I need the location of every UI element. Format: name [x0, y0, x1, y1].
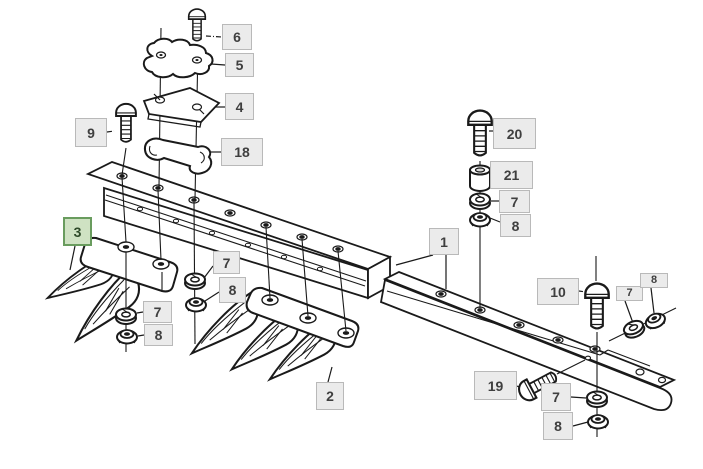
callout-5[interactable]: 5 [225, 53, 254, 77]
callout-10[interactable]: 10 [537, 278, 579, 305]
callout-8-e[interactable]: 8 [543, 412, 573, 440]
callout-8-c[interactable]: 8 [500, 214, 531, 237]
washer-7-under-bolt20 [469, 192, 491, 210]
cutterbar-back-right [379, 271, 677, 412]
callout-7-b[interactable]: 7 [143, 301, 172, 323]
callout-21[interactable]: 21 [490, 161, 533, 189]
nut-8-under-bolt20 [469, 212, 491, 228]
callout-7-d[interactable]: 7 [616, 286, 643, 301]
callout-8-d[interactable]: 8 [640, 273, 668, 288]
callout-7-e[interactable]: 7 [541, 383, 571, 411]
wear-plate-4 [142, 87, 221, 128]
bolt-10 [584, 282, 610, 330]
callout-4[interactable]: 4 [225, 93, 254, 120]
bolt-20 [467, 109, 493, 157]
callout-6[interactable]: 6 [222, 24, 252, 50]
bolt-6 [187, 8, 207, 42]
washer-7-diagonal [620, 317, 648, 342]
callout-3-highlighted[interactable]: 3 [63, 217, 92, 246]
bushing-21 [469, 164, 491, 192]
callout-7-a[interactable]: 7 [213, 251, 240, 274]
callout-1[interactable]: 1 [429, 228, 459, 255]
callout-8-a[interactable]: 8 [219, 277, 246, 303]
washer-7-mid-left [184, 272, 206, 290]
callout-20[interactable]: 20 [493, 118, 536, 149]
callout-2[interactable]: 2 [316, 382, 344, 410]
nut-8-under-knife3 [116, 329, 138, 345]
knife-section-2 [182, 286, 360, 381]
callout-19[interactable]: 19 [474, 371, 517, 400]
spring-clip-18 [143, 137, 213, 175]
callout-8-b[interactable]: 8 [144, 324, 173, 346]
knife-clip-5 [142, 37, 214, 79]
callout-18[interactable]: 18 [221, 138, 263, 166]
bolt-9 [115, 102, 137, 143]
nut-8-under-bar-right [587, 414, 609, 430]
callout-9[interactable]: 9 [75, 118, 107, 147]
nut-8-mid-left [185, 297, 207, 313]
washer-7-under-knife3 [115, 307, 137, 325]
callout-7-c[interactable]: 7 [499, 190, 530, 213]
washer-7-under-bar-right [586, 390, 608, 408]
